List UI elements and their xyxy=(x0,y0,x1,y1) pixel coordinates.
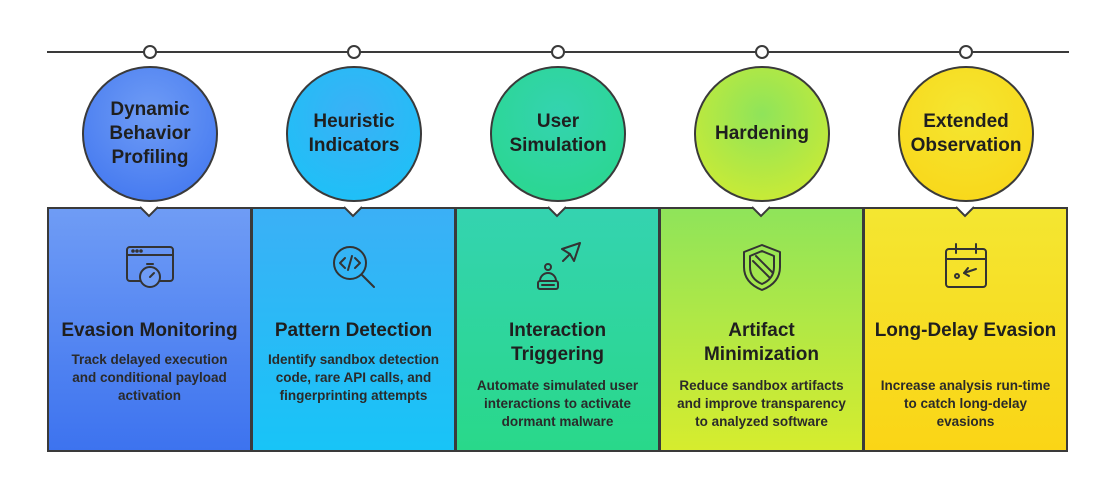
stage-circle-1: Dynamic Behavior Profiling xyxy=(82,66,218,202)
stage-circle-title: Extended Observation xyxy=(910,111,1022,156)
stage-card-title: Long-Delay Evasion xyxy=(874,320,1057,341)
stage-circle-3: User Simulation xyxy=(490,66,626,202)
stage-circle-5: Extended Observation xyxy=(898,66,1034,202)
stage-card-description: Reduce sandbox artifacts and improve tra… xyxy=(677,378,846,429)
shield-icon xyxy=(742,244,781,291)
stage-card-description: Increase analysis run-time to catch long… xyxy=(880,378,1051,429)
stage-circle-4: Hardening xyxy=(694,66,830,202)
stage-card-title: Pattern Detection xyxy=(274,320,433,341)
stage-card-4: Artifact Minimization Reduce sandbox art… xyxy=(659,207,864,452)
stage-circle-title: Dynamic Behavior Profiling xyxy=(109,99,191,168)
stage-circle-title: Hardening xyxy=(715,123,809,144)
stage-card-1: Evasion Monitoring Track delayed executi… xyxy=(47,207,252,452)
timeline-dot-3 xyxy=(551,45,565,59)
robot-cursor-icon xyxy=(536,242,581,290)
stage-card-3: Interaction Triggering Automate simulate… xyxy=(455,207,660,452)
stage-circle-title: User Simulation xyxy=(509,111,607,156)
stage-circle-title: Heuristic Indicators xyxy=(308,111,400,156)
code-search-icon xyxy=(332,246,375,288)
stage-card-2: Pattern Detection Identify sandbox detec… xyxy=(251,207,456,452)
stage-card-description: Identify sandbox detection code, rare AP… xyxy=(267,352,440,403)
timeline-dot-4 xyxy=(755,45,769,59)
stage-card-title: Artifact Minimization xyxy=(703,320,820,365)
browser-stopwatch-icon xyxy=(125,246,174,288)
stage-card-5: Long-Delay Evasion Increase analysis run… xyxy=(863,207,1068,452)
stage-card-title: Interaction Triggering xyxy=(508,320,607,365)
stage-card-title: Evasion Monitoring xyxy=(61,320,238,341)
timeline-dot-5 xyxy=(959,45,973,59)
stage-card-description: Track delayed execution and conditional … xyxy=(71,352,228,403)
timeline-dot-1 xyxy=(143,45,157,59)
stage-card-description: Automate simulated user interactions to … xyxy=(476,378,639,429)
stage-circle-2: Heuristic Indicators xyxy=(286,66,422,202)
calendar-icon xyxy=(944,243,987,288)
timeline-dot-2 xyxy=(347,45,361,59)
